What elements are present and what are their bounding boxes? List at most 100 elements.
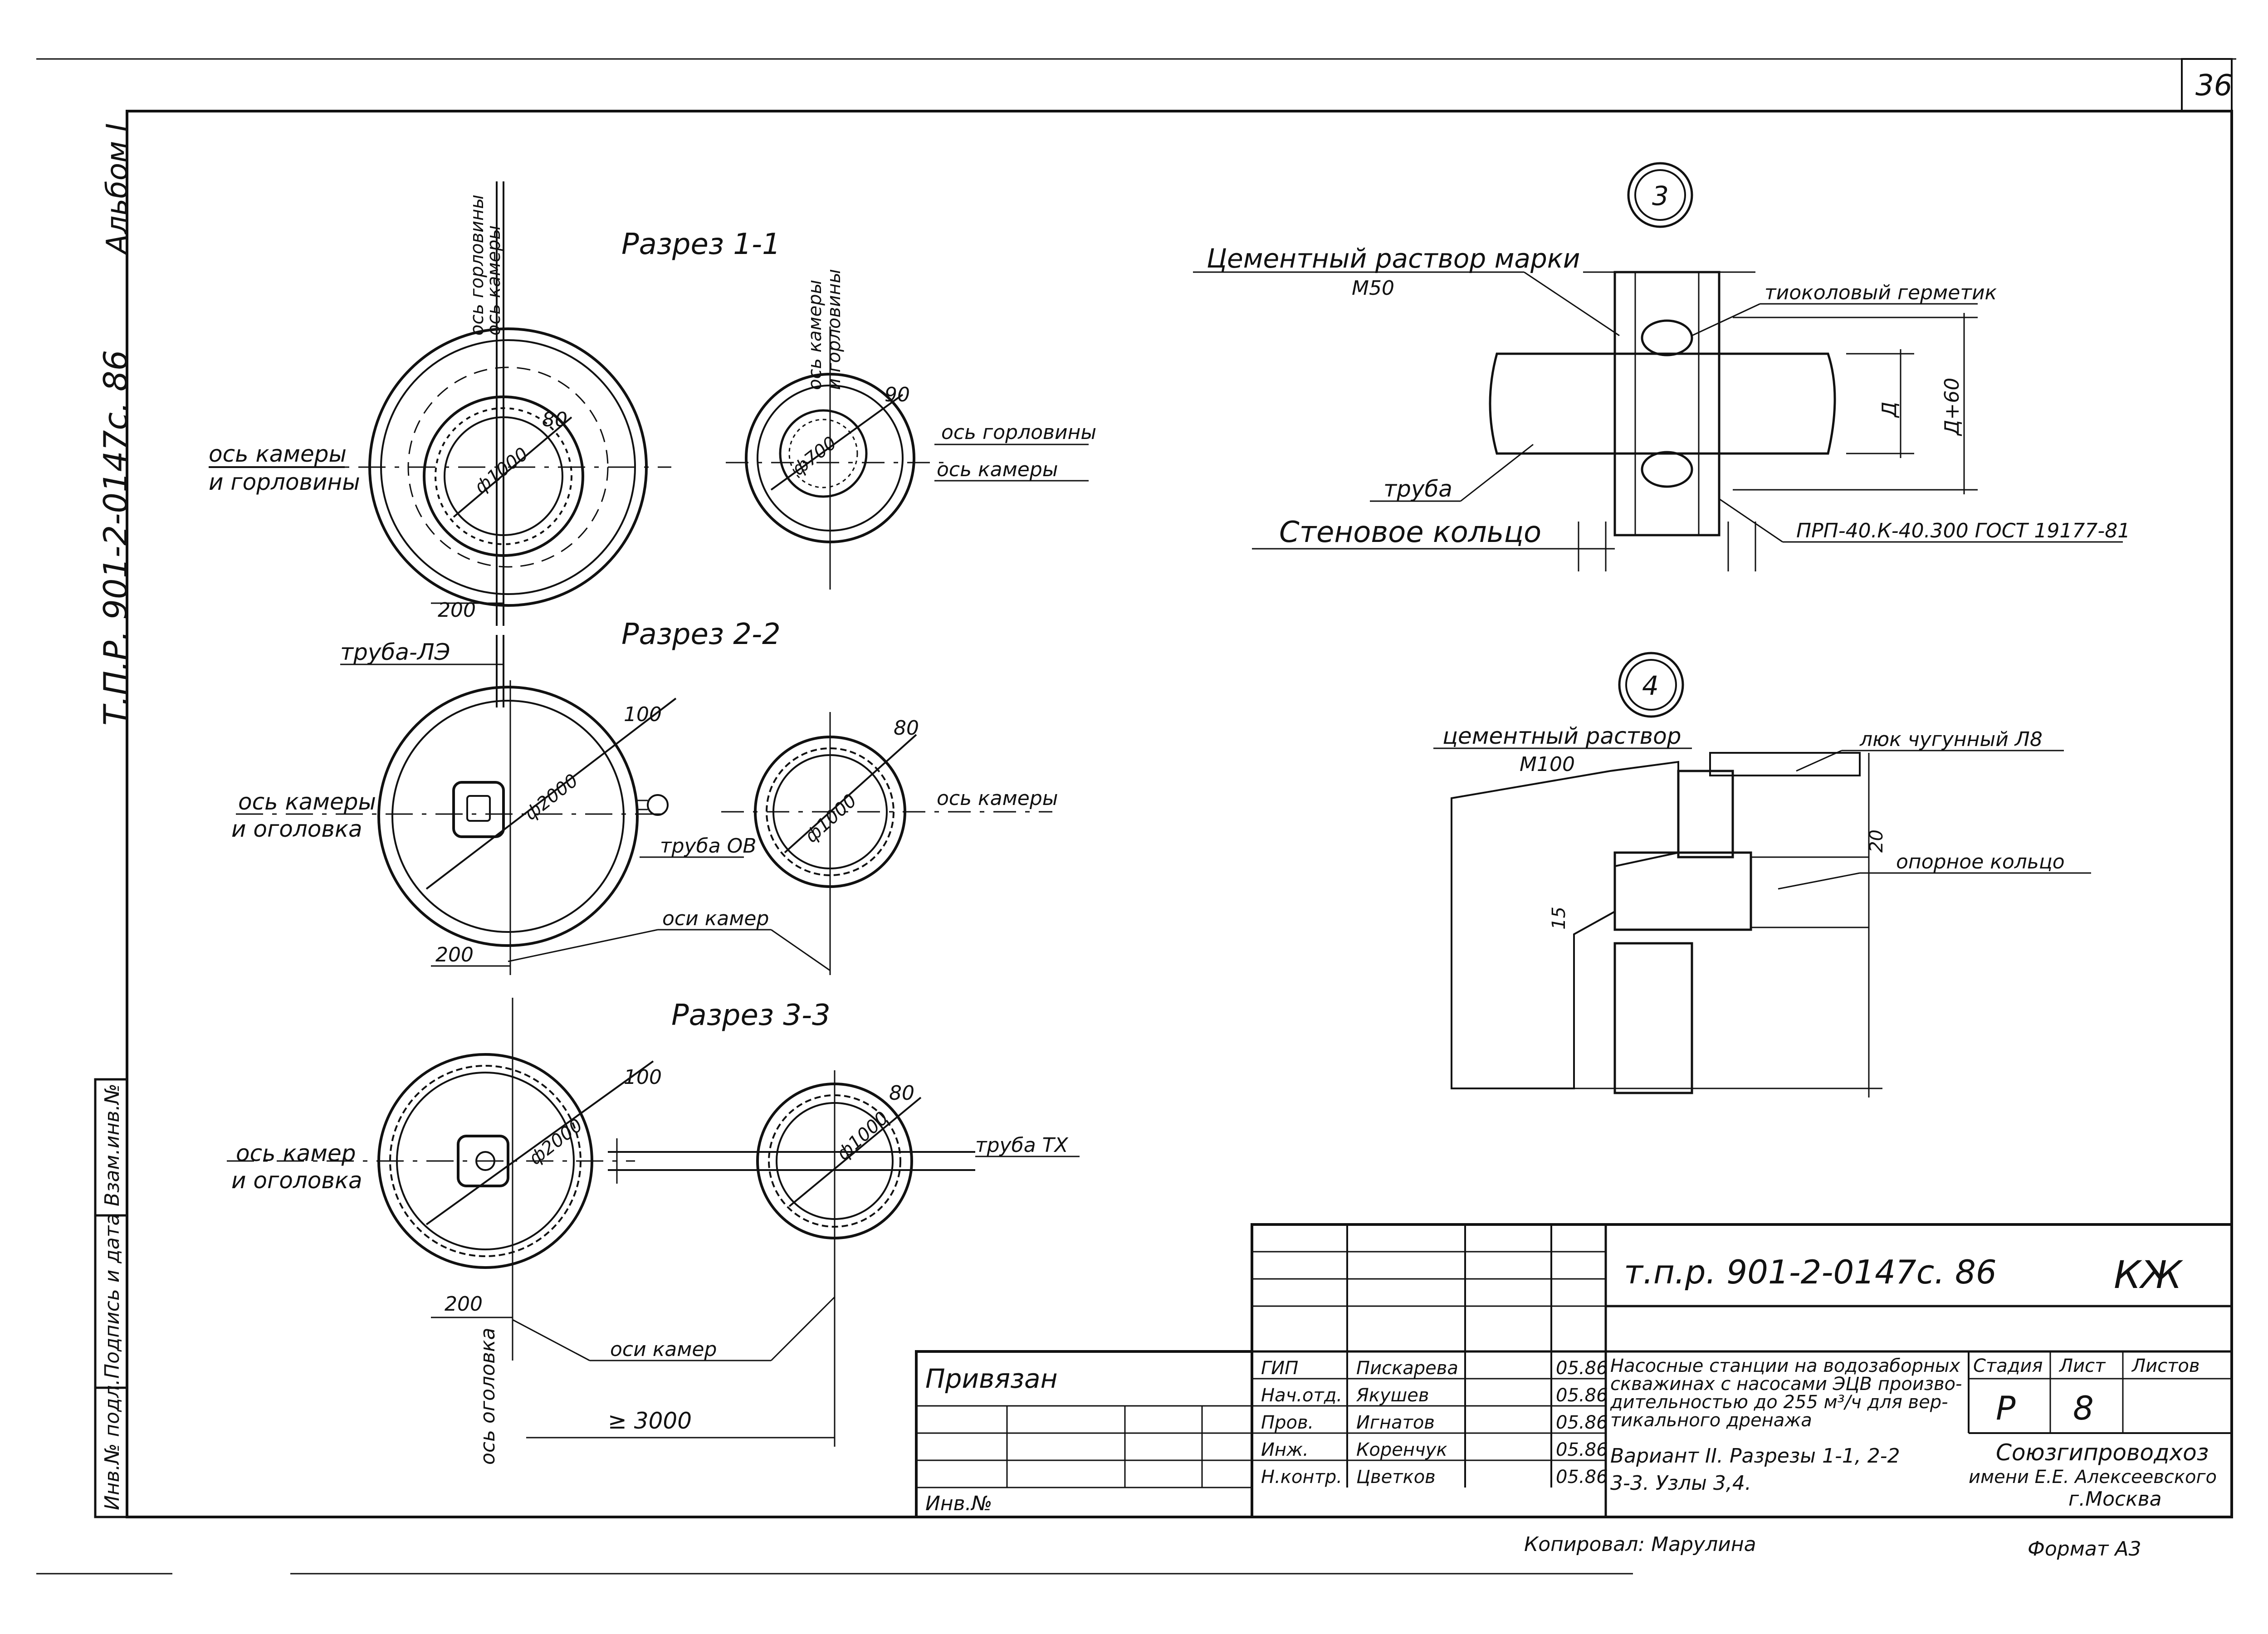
- org-line-2: г.Москва: [2068, 1488, 2162, 1511]
- node4-dim-20: 20: [1866, 829, 1887, 853]
- s2-axes-chambers: оси камер: [662, 907, 769, 930]
- format-label: Формат А3: [2028, 1537, 2141, 1561]
- s3-pipe-tx: труба ТХ: [975, 1134, 1069, 1157]
- org-line-1: имени Е.Е. Алексеевского: [1969, 1467, 2217, 1488]
- title-mark: КЖ: [2114, 1253, 2184, 1297]
- stamp-signature-date: Подпись и дата: [101, 1214, 124, 1379]
- sheet-label: Лист: [2058, 1356, 2106, 1376]
- s1-vert-axis-b: ось камеры: [484, 225, 504, 336]
- role-0: ГИП: [1261, 1358, 1298, 1379]
- sheet-value: 8: [2073, 1389, 2094, 1427]
- stamp-replace-inv: Взам.инв.№: [101, 1083, 124, 1206]
- node3-mortar: Цементный раствор марки: [1207, 243, 1580, 274]
- node4-number: 4: [1642, 670, 1659, 701]
- section-3-title: Разрез 3-3: [671, 999, 831, 1032]
- s1-neck-axis: ось горловины: [941, 421, 1096, 444]
- s1-dim-d: ф1000: [471, 444, 532, 498]
- s3-dim-3000: ≥ 3000: [608, 1408, 692, 1434]
- s2-pipe-ov: труба ОВ: [660, 834, 757, 858]
- name-0: Пискарева: [1356, 1358, 1458, 1379]
- s2-axis-right: ось камеры: [937, 787, 1058, 810]
- s3-axis-head: ось оголовка: [476, 1328, 499, 1465]
- s2-pipe-le: труба-ЛЭ: [340, 639, 450, 665]
- name-2: Игнатов: [1356, 1412, 1435, 1433]
- title-code: т.п.р. 901-2-0147с. 86: [1624, 1253, 1997, 1291]
- s2-small-t: 80: [894, 717, 919, 740]
- left-stamp: Взам.инв.№ Подпись и дата Инв.№ подл.: [94, 1078, 128, 1518]
- album-label: Альбом I: [101, 123, 134, 256]
- section-2-2: Разрез 2-2 труба-ЛЭ ф2000 100 ось камеры…: [231, 618, 1058, 975]
- node4-support-ring: опорное кольцо: [1896, 850, 2065, 873]
- s2-axis-left-a: ось камеры: [238, 789, 376, 815]
- s1-small-t: 90: [885, 383, 910, 406]
- desc-line-0: Насосные станции на водозаборных: [1610, 1356, 1960, 1376]
- role-3: Инж.: [1261, 1439, 1309, 1460]
- node4-dim-15: 15: [1549, 907, 1569, 930]
- s1-vert2-axis-a: ось камеры: [805, 280, 826, 390]
- desc-line-3: тикального дренажа: [1610, 1410, 1812, 1431]
- s3-axis-left-b: и оголовка: [231, 1167, 362, 1194]
- node-3: 3 Цементный раствор марки М50 тиоколовый…: [1193, 162, 2130, 571]
- s1-vert2-axis-b: и горловины: [824, 269, 845, 390]
- node3-sealant: тиоколовый герметик: [1765, 281, 1997, 304]
- node4-mortar: цементный раствор: [1442, 723, 1681, 749]
- s2-dim-200: 200: [435, 943, 474, 966]
- sheet-number-box: [2181, 58, 2233, 112]
- s2-axis-left-b: и оголовка: [231, 816, 362, 842]
- side-code: Т.П.Р. 901-2-0147с. 86: [97, 350, 135, 726]
- linked-label: Привязан: [925, 1363, 1058, 1394]
- node3-spec: ПРП-40.К-40.300 ГОСТ 19177-81: [1796, 519, 2130, 542]
- node3-mortar-grade: М50: [1352, 277, 1394, 300]
- node3-pipe: труба: [1383, 476, 1452, 502]
- date-1: 05.86: [1556, 1385, 1608, 1406]
- s3-dim-t: 100: [624, 1066, 662, 1089]
- role-4: Н.контр.: [1261, 1467, 1342, 1488]
- node3-dim-d60: Д+60: [1941, 378, 1964, 436]
- section-3-3: Разрез 3-3 ф2000 100 ось камер и оголовк…: [227, 998, 1080, 1465]
- node4-mortar-grade: М100: [1520, 753, 1575, 776]
- sheets-label: Листов: [2131, 1356, 2200, 1376]
- s2-dim-t: 100: [624, 703, 662, 726]
- node3-dim-d: Д: [1878, 402, 1901, 418]
- name-1: Якушев: [1356, 1385, 1429, 1406]
- s1-axis-label-2: и горловины: [209, 469, 360, 495]
- section-1-1: Разрез 1-1 ф1000 80 ось камеры и горлови…: [209, 181, 1096, 626]
- desc-line-2: дительностью до 255 м³/ч для вер-: [1610, 1392, 1948, 1413]
- date-3: 05.86: [1556, 1439, 1608, 1460]
- s3-axes-chambers: оси камер: [610, 1338, 717, 1361]
- s1-vert-axis-a: ось горловины: [467, 195, 488, 336]
- name-4: Цветков: [1356, 1467, 1436, 1488]
- s3-small-t: 80: [889, 1082, 914, 1105]
- copied-by: Копировал: Марулина: [1524, 1533, 1756, 1556]
- date-4: 05.86: [1556, 1467, 1608, 1488]
- date-0: 05.86: [1556, 1358, 1608, 1379]
- section-1-title: Разрез 1-1: [621, 228, 781, 261]
- s1-dim-200: 200: [438, 599, 476, 622]
- s2-small-d: ф1000: [801, 790, 861, 847]
- node3-number: 3: [1652, 180, 1669, 211]
- date-2: 05.86: [1556, 1412, 1608, 1433]
- desc-line-1: скважинах с насосами ЭЦВ произво-: [1610, 1374, 1962, 1395]
- node4-hatch: люк чугунный Л8: [1859, 728, 2043, 751]
- s3-dim-200: 200: [445, 1293, 483, 1316]
- s3-small-d: ф1000: [833, 1107, 893, 1164]
- section-2-title: Разрез 2-2: [621, 618, 781, 651]
- stamp-original-inv: Инв.№ подл.: [101, 1379, 124, 1510]
- s1-chamber-axis: ось камеры: [937, 458, 1058, 481]
- stage-label: Стадия: [1973, 1356, 2043, 1376]
- sheet-title-1: 3-3. Узлы 3,4.: [1610, 1472, 1751, 1495]
- org-line-0: Союзгипроводхоз: [1996, 1439, 2209, 1466]
- s1-small-d: ф700: [788, 433, 841, 480]
- s2-dim-d: ф2000: [521, 770, 582, 824]
- sheet-number: 36: [2195, 69, 2232, 102]
- node3-wall-ring: Стеновое кольцо: [1279, 516, 1541, 549]
- stage-value: Р: [1996, 1389, 2016, 1427]
- s1-axis-label-1: ось камеры: [209, 441, 347, 467]
- role-1: Нач.отд.: [1261, 1385, 1342, 1406]
- s3-axis-left-a: ось камер: [236, 1140, 356, 1166]
- name-3: Коренчук: [1356, 1439, 1447, 1460]
- role-2: Пров.: [1261, 1412, 1314, 1433]
- sheet-title-0: Вариант II. Разрезы 1-1, 2-2: [1610, 1444, 1900, 1468]
- inv-label: Инв.№: [925, 1492, 992, 1515]
